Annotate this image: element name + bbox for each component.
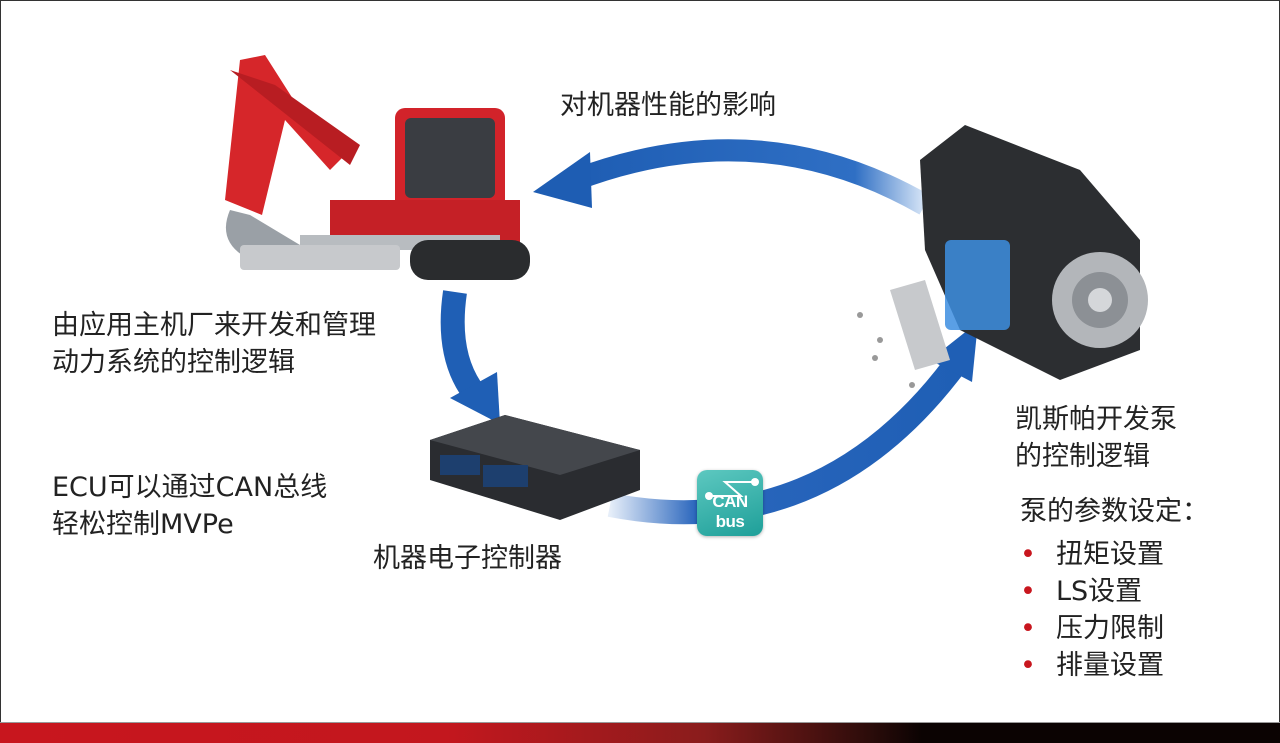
ecu-can-label-line1: ECU可以通过CAN总线 [52,472,328,503]
param-item: 压力限制 [1020,610,1164,647]
arrow-oem-to-ecu [440,290,500,424]
feedback-label: 对机器性能的影响 [560,90,776,121]
arrow-feedback [533,139,931,215]
can-bus-label: CAN bus [712,492,748,531]
can-bus-badge: CAN bus [697,470,763,536]
ecu-image [430,415,640,520]
pump-label-line2: 的控制逻辑 [1015,441,1150,472]
oem-label-line1: 由应用主机厂来开发和管理 [52,310,376,341]
pump-label-line1: 凯斯帕开发泵 [1015,404,1177,435]
arrow-ecu-to-pump [607,322,978,525]
param-item: 扭矩设置 [1020,536,1164,573]
params-title: 泵的参数设定： [1020,496,1209,527]
params-list: 扭矩设置 LS设置 压力限制 排量设置 [1020,536,1164,684]
can-bus-icon [705,478,759,500]
footer-bar [0,722,1280,743]
param-item: 排量设置 [1020,647,1164,684]
ecu-can-label-line2: 轻松控制MVPe [52,509,234,540]
ecu-caption: 机器电子控制器 [373,543,562,574]
excavator-image [225,55,530,280]
pump-image [857,125,1148,388]
oem-label-line2: 动力系统的控制逻辑 [52,347,295,378]
param-item: LS设置 [1020,573,1164,610]
